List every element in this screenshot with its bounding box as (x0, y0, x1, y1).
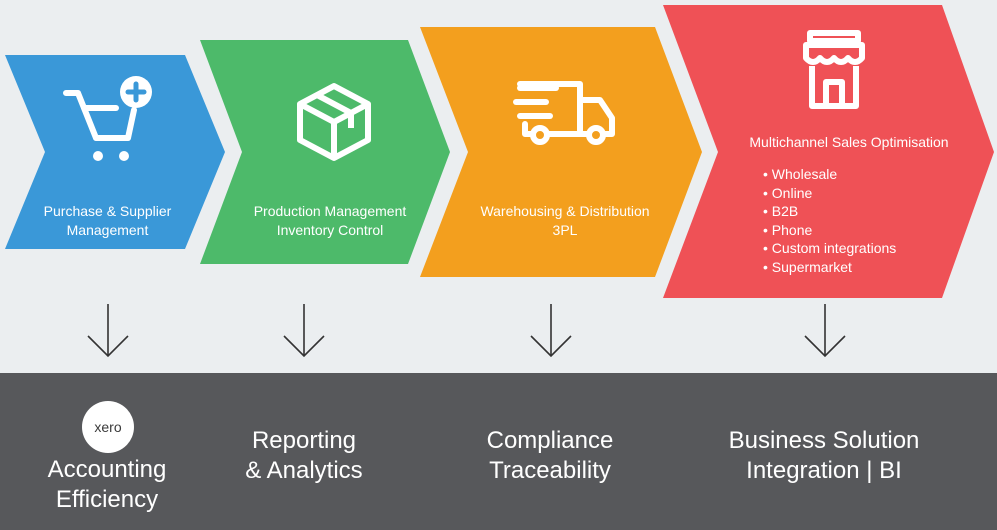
outcome-accounting: Accounting Efficiency (27, 455, 187, 515)
production-label-line-2: Inventory Control (276, 222, 384, 238)
down-arrow-icon (530, 304, 572, 358)
warehousing-label-line-2: 3PL (552, 222, 578, 238)
outcome-reporting-line-2: & Analytics (245, 457, 363, 484)
down-arrow-icon (804, 304, 846, 358)
warehousing-label-line-1: Warehousing & Distribution (480, 203, 650, 219)
sales-channel-list: • Wholesale • Online • B2B • Phone • Cus… (763, 165, 896, 276)
channel-supermarket: • Supermarket (763, 258, 852, 275)
channel-b2b: • B2B (763, 203, 799, 219)
outcome-business-solution: Business Solution Integration | BI (704, 426, 944, 486)
storefront-icon (803, 30, 865, 109)
purchase-label-line-2: Management (66, 222, 149, 238)
down-arrow-icon (87, 304, 129, 358)
xero-logo: xero (82, 401, 134, 453)
down-arrow-icon (283, 304, 325, 358)
channel-wholesale: • Wholesale (763, 166, 838, 182)
process-chevrons (5, 5, 994, 298)
warehousing-label: Warehousing & Distribution 3PL (465, 202, 665, 240)
outcome-accounting-line-2: Efficiency (55, 486, 159, 513)
purchase-chevron (5, 55, 225, 249)
sales-title-text: Multichannel Sales Optimisation (749, 134, 949, 150)
outcome-accounting-line-1: Accounting (47, 456, 167, 483)
outcome-compliance-line-2: Traceability (489, 457, 611, 484)
warehousing-chevron (420, 27, 702, 277)
outcome-reporting-line-1: Reporting (251, 427, 357, 454)
delivery-truck-icon (513, 81, 615, 145)
outcome-compliance: Compliance Traceability (455, 426, 645, 486)
box-icon (297, 83, 371, 161)
channel-online: • Online (763, 184, 813, 201)
sales-title: Multichannel Sales Optimisation (735, 133, 963, 152)
outcome-reporting: Reporting & Analytics (214, 426, 394, 486)
channel-phone: • Phone (763, 221, 813, 238)
outcome-compliance-line-1: Compliance (486, 427, 614, 454)
production-label: Production Management Inventory Control (240, 202, 420, 240)
outcomes-bar (0, 373, 997, 530)
outcome-business-line-1: Business Solution (728, 427, 920, 454)
outcome-business-line-2: Integration | BI (746, 457, 902, 484)
channel-custom-integrations: • Custom integrations (763, 240, 897, 256)
sales-chevron (663, 5, 994, 298)
purchase-label-line-1: Purchase & Supplier (43, 203, 172, 219)
production-label-line-1: Production Management (253, 203, 407, 219)
cart-plus-icon (63, 76, 152, 161)
purchase-label: Purchase & Supplier Management (30, 202, 185, 240)
